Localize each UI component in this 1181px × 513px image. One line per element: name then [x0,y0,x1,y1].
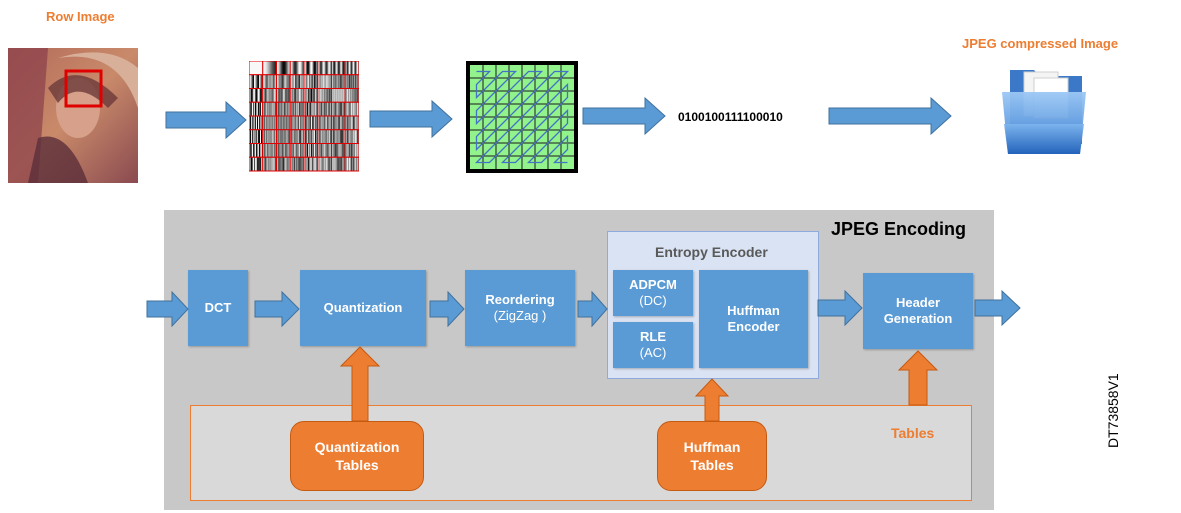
huffman-encoder-block: Huffman Encoder [699,270,808,368]
arrow-zigzag-to-bits [582,96,666,136]
document-id: DT73858V1 [1105,373,1121,448]
raw-image [8,48,138,183]
arrow-dct-to-zigzag [369,99,453,139]
quantization-tables-box: Quantization Tables [290,421,424,491]
huffman-tables-box: Huffman Tables [657,421,767,491]
header-generation-block: Header Generation [863,273,973,349]
folder-icon [1002,70,1086,154]
arrow-raw-to-dct [165,100,247,140]
compressed-image-label: JPEG compressed Image [962,36,1119,51]
tables-label: Tables [891,425,935,441]
adpcm-block: ADPCM (DC) [613,270,693,316]
rle-block: RLE (AC) [613,322,693,368]
raw-image-label: Row Image [46,9,115,24]
entropy-encoder-title: Entropy Encoder [655,244,768,260]
arrow-bits-to-file [828,96,952,136]
dct-block: DCT [188,270,248,346]
reordering-block: Reordering (ZigZag ) [465,270,575,346]
dct-coefficient-image [249,61,359,172]
bitstream-text: 0100100111100010 [678,110,783,124]
quantization-block: Quantization [300,270,426,346]
zigzag-image [466,61,578,173]
jpeg-encoding-title: JPEG Encoding [831,219,967,239]
